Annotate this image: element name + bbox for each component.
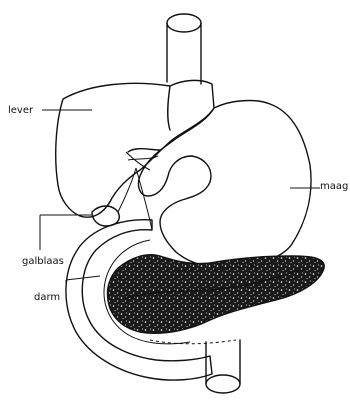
pancreas-shape: [107, 255, 324, 334]
stomach-shape: [138, 101, 311, 269]
label-liver: lever: [8, 105, 34, 116]
dashed-outline-lower: [150, 340, 236, 344]
label-gallbladder: galblaas: [22, 256, 64, 267]
liver-lobe-detail: [128, 86, 170, 152]
label-stomach: maag: [320, 181, 348, 192]
upper-vessel: [167, 14, 201, 84]
leader-gallbladder: [40, 215, 92, 250]
label-intestine: darm: [34, 292, 60, 303]
